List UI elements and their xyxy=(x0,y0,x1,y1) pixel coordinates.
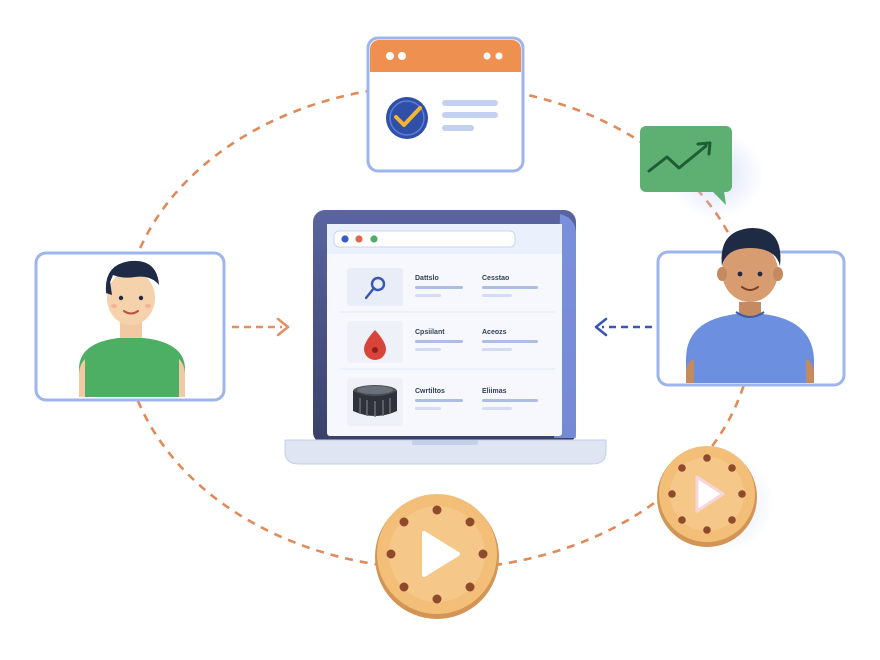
right-user-card xyxy=(656,228,846,387)
laptop-list-row-3: Cwrtiltos Eliimas xyxy=(347,378,538,426)
arrow-right-to-laptop xyxy=(594,317,652,337)
laptop-list-row-1: Dattslo Cesstao xyxy=(340,268,555,313)
play-icon xyxy=(422,531,460,577)
play-icon xyxy=(695,475,725,513)
drop-icon xyxy=(364,330,386,360)
trend-chat-bubble xyxy=(640,126,764,219)
laptop-base xyxy=(284,439,607,465)
browser-address-bar xyxy=(333,230,516,248)
trend-up-icon xyxy=(647,141,712,173)
laptop: Dattslo Cesstao Cpsiilant Aceozs xyxy=(284,210,607,465)
cookie-play-small xyxy=(657,446,774,555)
check-badge-icon xyxy=(386,97,428,139)
row-2-col2: Aceozs xyxy=(482,329,507,336)
grill-icon xyxy=(353,385,397,417)
row-1-col1: Dattslo xyxy=(415,275,439,282)
row-1-col2: Cesstao xyxy=(482,275,509,282)
row-3-col2: Eliimas xyxy=(482,388,507,395)
person-blue-shirt xyxy=(686,228,814,383)
cookie-play-large xyxy=(375,494,499,619)
pin-icon xyxy=(364,276,386,300)
row-2-col1: Cpsiilant xyxy=(415,329,445,336)
left-user-card xyxy=(34,251,226,402)
row-3-col1: Cwrtiltos xyxy=(415,388,445,395)
person-green-shirt xyxy=(79,260,185,397)
top-window-card xyxy=(366,36,525,173)
arrow-left-to-laptop xyxy=(232,317,290,337)
laptop-list-row-2: Cpsiilant Aceozs xyxy=(340,321,555,370)
